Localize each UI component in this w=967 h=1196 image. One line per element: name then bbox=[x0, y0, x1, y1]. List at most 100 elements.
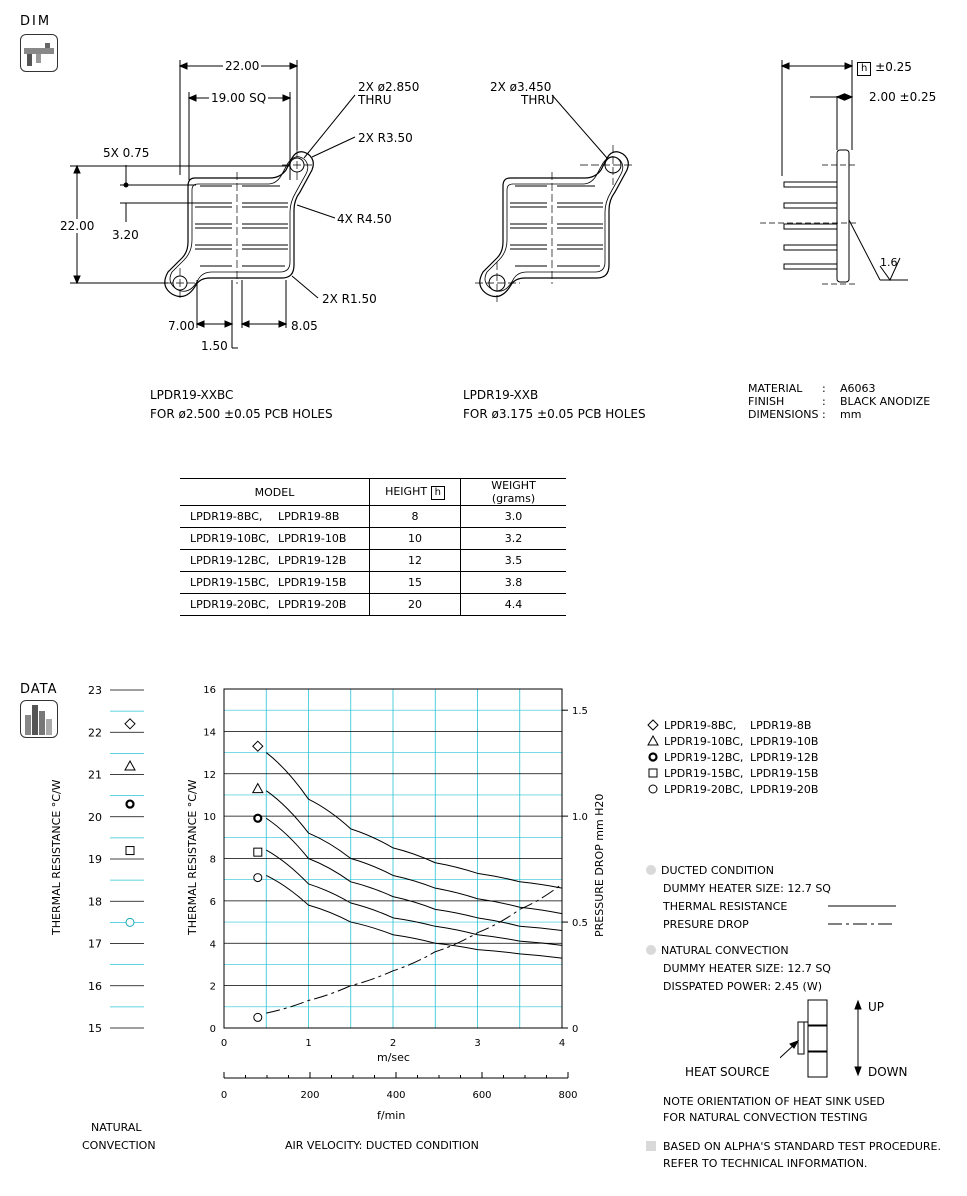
natural-point-diamond bbox=[124, 718, 136, 730]
model-bc-note: FOR ø2.500 ±0.05 PCB HOLES bbox=[150, 407, 333, 421]
material-sep: : bbox=[822, 382, 826, 395]
bullet-icon bbox=[646, 945, 656, 955]
natural-ytick-label: 19 bbox=[88, 853, 102, 866]
down-label: DOWN bbox=[868, 1065, 908, 1079]
ducted-xlabel: m/sec bbox=[377, 1051, 410, 1064]
ducted-heater: DUMMY HEATER SIZE: 12.7 SQ bbox=[663, 882, 831, 895]
legend-item: LPDR19-15BC,LPDR19-15B bbox=[646, 766, 818, 782]
side-dim-h: h ±0.25 bbox=[857, 60, 912, 76]
cell-model: LPDR19-15BC,LPDR19-15B bbox=[180, 571, 370, 594]
heatsink-top-view-b bbox=[475, 94, 635, 302]
orient-line-1: NOTE ORIENTATION OF HEAT SINK USED bbox=[663, 1095, 885, 1108]
cell-height: 10 bbox=[369, 527, 461, 550]
orient-line-2: FOR NATURAL CONVECTION TESTING bbox=[663, 1111, 868, 1124]
natural-caption-1: NATURAL bbox=[91, 1121, 142, 1134]
ducted-note: DUCTED CONDITION DUMMY HEATER SIZE: 12.7… bbox=[646, 864, 831, 931]
dimensions-sep: : bbox=[822, 408, 826, 421]
ducted-ytick-right-label: 0.5 bbox=[572, 918, 588, 929]
ducted-ylabel-right: PRESSURE DROP mm H20 bbox=[593, 793, 606, 937]
dimensions-row: DIMENSIONS: mm bbox=[748, 408, 930, 421]
natural-ytick-label: 23 bbox=[88, 684, 102, 697]
thermal-resistance-line bbox=[265, 817, 563, 932]
natural-ytick-label: 20 bbox=[88, 811, 102, 824]
legend-model-bc: LPDR19-8BC, bbox=[664, 719, 737, 732]
legend-marker-bold-circle-icon bbox=[648, 752, 658, 762]
side-dim-200: 2.00 ±0.25 bbox=[869, 90, 937, 104]
dim-width-22: 22.00 bbox=[223, 59, 262, 73]
ducted-x2tick-label: 0 bbox=[221, 1090, 227, 1101]
cell-model: LPDR19-10BC,LPDR19-10B bbox=[180, 527, 370, 550]
cell-model: LPDR19-8BC,LPDR19-8B bbox=[180, 505, 370, 528]
thermal-resistance-line bbox=[265, 752, 563, 889]
legend-model-b: LPDR19-20B bbox=[750, 783, 819, 796]
legend-model-bc: LPDR19-12BC, bbox=[664, 751, 744, 764]
ducted-xtick-label: 4 bbox=[559, 1038, 565, 1049]
ducted-x2tick-label: 800 bbox=[558, 1090, 577, 1101]
legend-marker-diamond-icon bbox=[647, 719, 659, 731]
legend-item: LPDR19-12BC,LPDR19-12B bbox=[646, 750, 818, 766]
ducted-point-diamond bbox=[252, 740, 264, 752]
side-dim-h-tol: ±0.25 bbox=[875, 60, 912, 74]
material-value: A6063 bbox=[840, 382, 876, 395]
legend-marker-shape bbox=[647, 734, 659, 746]
thermal-resistance-line bbox=[265, 790, 563, 915]
cell-model-b: LPDR19-12B bbox=[278, 554, 347, 567]
cell-weight: 3.5 bbox=[460, 549, 566, 572]
dimensions-value: mm bbox=[840, 408, 862, 421]
ducted-plot-frame bbox=[223, 688, 563, 1029]
dim-320: 3.20 bbox=[112, 228, 139, 242]
ducted-x2tick-label: 600 bbox=[472, 1090, 491, 1101]
table-row: LPDR19-15BC,LPDR19-15B 15 3.8 bbox=[180, 571, 566, 594]
model-bc-label: LPDR19-XXBC bbox=[150, 388, 234, 402]
line-style-key bbox=[828, 905, 896, 925]
natural-heater: DUMMY HEATER SIZE: 12.7 SQ bbox=[663, 962, 831, 975]
ducted-ytick-label: 2 bbox=[210, 982, 216, 993]
ducted-x2tick-label: 400 bbox=[386, 1090, 405, 1101]
natural-ytick-label: 15 bbox=[88, 1022, 102, 1035]
table-row: LPDR19-12BC,LPDR19-12B 12 3.5 bbox=[180, 549, 566, 572]
based-line-2: REFER TO TECHNICAL INFORMATION. bbox=[663, 1157, 868, 1170]
ducted-ylabel: THERMAL RESISTANCE °C/W bbox=[186, 779, 199, 935]
cell-model: LPDR19-20BC,LPDR19-20B bbox=[180, 593, 370, 616]
natural-ytick-label: 22 bbox=[88, 726, 102, 739]
material-spec: MATERIAL:A6063 FINISH:BLACK ANODIZE DIME… bbox=[748, 382, 930, 421]
ducted-xtick-label: 2 bbox=[390, 1038, 396, 1049]
legend-item: LPDR19-20BC, LPDR19-20B bbox=[646, 782, 818, 798]
table-header-row: MODEL HEIGHT h WEIGHT (grams) bbox=[180, 478, 566, 506]
natural-ylabel: THERMAL RESISTANCE °C/W bbox=[50, 779, 63, 935]
legend-marker-shape bbox=[647, 719, 659, 731]
ducted-ytick-right-label: 1.0 bbox=[572, 812, 588, 823]
cell-weight: 3.2 bbox=[460, 527, 566, 550]
col-model: MODEL bbox=[180, 478, 370, 506]
natural-power: DISSPATED POWER: 2.45 (W) bbox=[663, 980, 822, 993]
legend-item: LPDR19-8BC,LPDR19-8B bbox=[646, 718, 818, 734]
surface-roughness: 1.6 bbox=[880, 256, 898, 269]
legend-model-bc: LPDR19-20BC, bbox=[664, 783, 744, 796]
dim-150: 1.50 bbox=[201, 339, 228, 353]
natural-note: NATURAL CONVECTION DUMMY HEATER SIZE: 12… bbox=[646, 944, 831, 993]
mid-dim-hole-diameter: 2X ø3.450 bbox=[490, 80, 552, 94]
ducted-ytick-label: 12 bbox=[203, 770, 216, 781]
legend-model-bc: LPDR19-10BC, bbox=[664, 735, 744, 748]
legend-model-b: LPDR19-15B bbox=[750, 767, 819, 780]
cell-model-b: LPDR19-8B bbox=[278, 510, 340, 523]
ducted-ytick-right-label: 1.5 bbox=[572, 706, 588, 717]
orientation-note: NOTE ORIENTATION OF HEAT SINK USED FOR N… bbox=[663, 1094, 885, 1126]
cell-model-bc: LPDR19-20BC, bbox=[190, 598, 270, 611]
dim-height-22: 22.00 bbox=[60, 219, 95, 233]
thermal-resistance-line bbox=[266, 875, 563, 959]
ducted-pd: PRESURE DROP bbox=[663, 918, 749, 931]
table-row: LPDR19-8BC,LPDR19-8B 8 3.0 bbox=[180, 505, 566, 528]
orientation-sketch bbox=[780, 999, 862, 1078]
col-height-box: h bbox=[430, 485, 445, 500]
dim-r350: 2X R3.50 bbox=[358, 131, 413, 145]
square-bullet-icon bbox=[646, 1141, 656, 1151]
cell-weight: 4.4 bbox=[460, 593, 566, 616]
dim-700: 7.00 bbox=[168, 319, 195, 333]
legend-item: LPDR19-10BC,LPDR19-10B bbox=[646, 734, 818, 750]
dim-section-label: DIM bbox=[20, 14, 52, 29]
legend-marker-circle-icon bbox=[648, 784, 658, 794]
cell-model-b: LPDR19-10B bbox=[278, 532, 347, 545]
dimensions-key: DIMENSIONS bbox=[748, 408, 819, 421]
